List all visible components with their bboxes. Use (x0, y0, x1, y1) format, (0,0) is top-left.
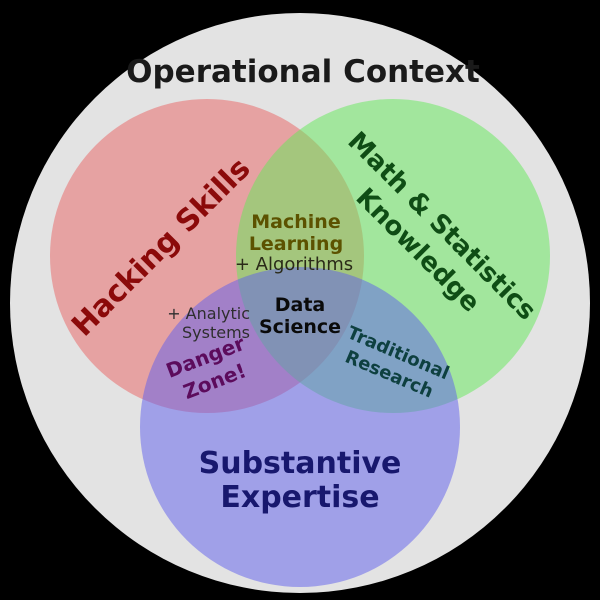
diagram-title: Operational Context (126, 54, 480, 90)
machine-learning-line2: Learning (249, 233, 343, 255)
machine-learning-label: Machine Learning + Algorithms (235, 211, 353, 275)
data-science-line2: Science (259, 316, 341, 338)
substantive-expertise-line1: Substantive (199, 446, 402, 481)
substantive-expertise-circle (140, 267, 460, 587)
machine-learning-line1: Machine (251, 211, 340, 233)
substantive-expertise-line2: Expertise (220, 480, 379, 515)
analytic-systems-note: + Analytic Systems (167, 304, 250, 342)
substantive-expertise-label: Substantive Expertise (199, 446, 402, 515)
data-science-line1: Data (275, 294, 326, 316)
data-science-label: Data Science (259, 294, 341, 338)
algorithms-note: + Algorithms (235, 254, 353, 275)
analytic-systems-line2: Systems (182, 323, 250, 342)
analytic-systems-line1: + Analytic (167, 304, 250, 323)
